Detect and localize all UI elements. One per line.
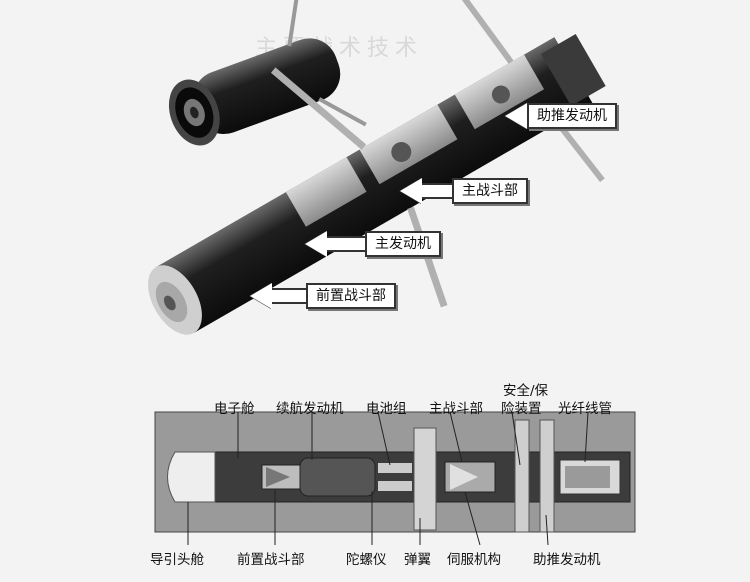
label-booster: 助推发动机 xyxy=(533,552,601,568)
label-fiber: 光纤线管 xyxy=(558,401,612,417)
callout-arrow xyxy=(505,103,527,129)
label-battery: 电池组 xyxy=(366,401,407,417)
label-electronics: 电子舱 xyxy=(214,401,255,417)
label-main-warhead: 主战斗部 xyxy=(429,401,483,417)
label-seeker: 导引头舱 xyxy=(150,552,204,568)
callout-main-motor: 主发动机 xyxy=(305,231,441,257)
callout-booster-label: 助推发动机 xyxy=(527,103,617,129)
callout-shaft xyxy=(272,288,306,304)
rear-missile-view xyxy=(168,0,367,146)
main-missile-body xyxy=(148,0,606,335)
callout-main-motor-label: 主发动机 xyxy=(365,231,441,257)
callout-main-warhead: 主战斗部 xyxy=(400,178,528,204)
callout-main-warhead-label: 主战斗部 xyxy=(452,178,528,204)
label-precursor: 前置战斗部 xyxy=(237,552,305,568)
callout-shaft xyxy=(327,236,365,252)
label-sustainer: 续航发动机 xyxy=(276,401,344,417)
label-safety-arm-2: 险装置 xyxy=(501,401,542,417)
callout-booster: 助推发动机 xyxy=(505,103,617,129)
callout-precursor-warhead: 前置战斗部 xyxy=(250,283,396,309)
label-wings: 弹翼 xyxy=(404,552,431,568)
callout-precursor-warhead-label: 前置战斗部 xyxy=(306,283,396,309)
label-safety-arm-1: 安全/保 xyxy=(503,383,549,399)
callout-arrow xyxy=(250,283,272,309)
callout-arrow xyxy=(400,178,422,204)
callout-shaft xyxy=(422,183,452,199)
label-gyro: 陀螺仪 xyxy=(346,552,387,568)
label-servo: 伺服机构 xyxy=(447,552,501,568)
callout-arrow xyxy=(305,231,327,257)
